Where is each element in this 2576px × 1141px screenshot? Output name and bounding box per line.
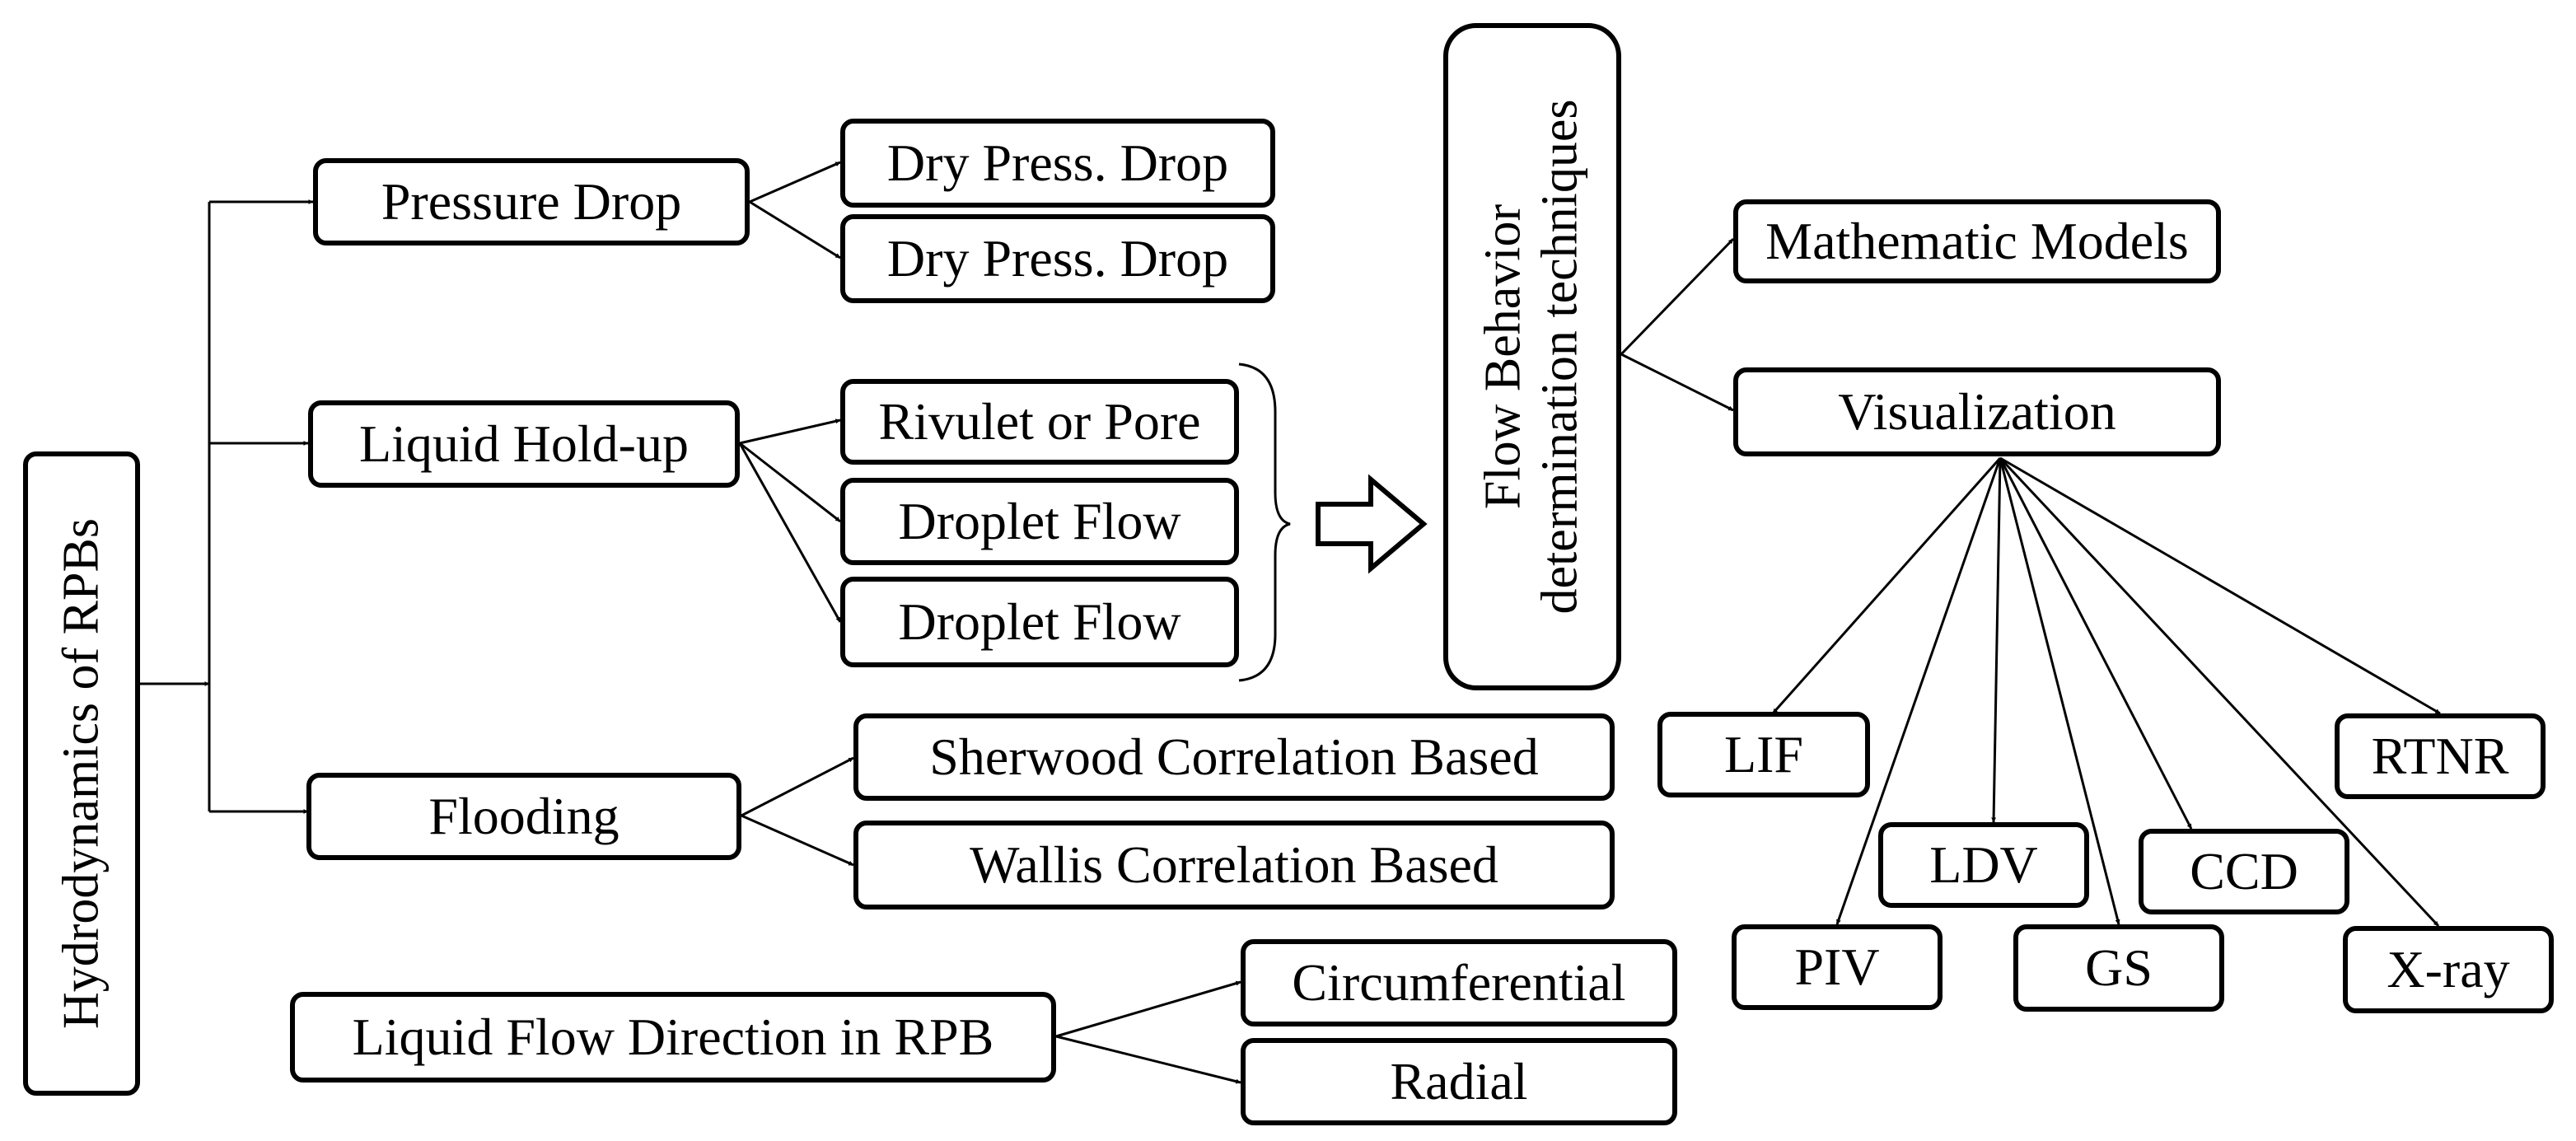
flow-direction-label: Liquid Flow Direction in RPB [352, 1008, 994, 1066]
ccd-node: CCD [2139, 829, 2349, 914]
lif-node: LIF [1657, 712, 1870, 797]
liquid-holdup-label: Liquid Hold-up [359, 414, 689, 473]
arrow-to-visualization [1620, 353, 1734, 412]
sherwood-correlation-node: Sherwood Correlation Based [853, 713, 1615, 801]
rtnr-node: RTNR [2335, 713, 2546, 799]
flooding-label: Flooding [428, 787, 619, 845]
mathematic-models-label: Mathematic Models [1765, 212, 2189, 270]
arrow-to-rtnr [1999, 456, 2441, 715]
dry-press-drop-label: Dry Press. Drop [886, 229, 1229, 288]
circumferential-node: Circumferential [1241, 939, 1677, 1026]
radial-node: Radial [1241, 1038, 1677, 1125]
wallis-correlation-label: Wallis Correlation Based [970, 835, 1498, 894]
arrow-to-dry-press-1 [749, 161, 841, 203]
piv-label: PIV [1794, 938, 1880, 996]
ccd-label: CCD [2190, 842, 2298, 900]
grouping-bracket [1238, 362, 1291, 682]
rivulet-or-pore-label: Rivulet or Pore [878, 392, 1201, 451]
arrow-to-rivulet [739, 419, 841, 445]
techniques-label-line2: determination techniques [1532, 99, 1588, 615]
arrow-to-droplet-2 [738, 442, 842, 623]
dry-press-drop-label: Dry Press. Drop [886, 133, 1229, 192]
liquid-holdup-node: Liquid Hold-up [308, 400, 740, 488]
ldv-label: LDV [1929, 835, 2038, 894]
sherwood-correlation-label: Sherwood Correlation Based [929, 727, 1539, 786]
lif-label: LIF [1724, 725, 1803, 783]
arrow-to-sherwood [741, 756, 854, 817]
rivulet-or-pore-node: Rivulet or Pore [840, 379, 1239, 465]
pressure-drop-node: Pressure Drop [313, 158, 750, 246]
wallis-correlation-node: Wallis Correlation Based [853, 821, 1615, 910]
x-ray-node: X-ray [2343, 926, 2554, 1013]
arrow-to-radial [1055, 1035, 1241, 1084]
arrow-to-circumferential [1055, 980, 1241, 1038]
flooding-node: Flooding [306, 773, 741, 860]
x-ray-label: X-ray [2387, 940, 2510, 998]
visualization-label: Visualization [1838, 382, 2116, 441]
arrow-to-ccd [1999, 457, 2193, 830]
droplet-flow-node: Droplet Flow [840, 577, 1239, 667]
techniques-label-line1: Flow Behavior [1475, 203, 1531, 510]
piv-node: PIV [1732, 924, 1943, 1010]
droplet-flow-label: Droplet Flow [898, 592, 1181, 651]
arrow-to-mathematic-models [1620, 237, 1735, 356]
droplet-flow-node: Droplet Flow [840, 478, 1239, 565]
block-arrow-icon [1316, 474, 1428, 574]
circumferential-label: Circumferential [1292, 953, 1626, 1012]
dry-press-drop-node: Dry Press. Drop [840, 214, 1275, 303]
gs-label: GS [2085, 938, 2153, 997]
flow-direction-node: Liquid Flow Direction in RPB [290, 992, 1056, 1083]
droplet-flow-label: Droplet Flow [898, 492, 1181, 550]
ldv-node: LDV [1878, 822, 2089, 908]
rtnr-label: RTNR [2371, 727, 2509, 785]
root-node: Hydrodynamics of RPBs [23, 451, 140, 1096]
radial-label: Radial [1390, 1052, 1528, 1111]
arrow-to-dry-press-2 [749, 200, 841, 260]
mathematic-models-node: Mathematic Models [1733, 199, 2221, 283]
root-label: Hydrodynamics of RPBs [53, 518, 110, 1029]
arrow-to-ldv [1991, 457, 2002, 823]
flow-behavior-techniques-node: Flow Behavior determination techniques [1443, 23, 1621, 690]
arrow-to-droplet-1 [739, 442, 841, 523]
arrow-to-x-ray [1999, 456, 2440, 928]
visualization-node: Visualization [1733, 367, 2221, 456]
pressure-drop-label: Pressure Drop [381, 172, 682, 231]
arrow-to-piv [1835, 457, 2002, 925]
dry-press-drop-node: Dry Press. Drop [840, 119, 1275, 208]
gs-node: GS [2013, 924, 2224, 1012]
arrow-to-wallis [741, 814, 854, 867]
arrow-to-gs [1999, 457, 2120, 925]
arrow-to-lif [1771, 457, 2002, 714]
